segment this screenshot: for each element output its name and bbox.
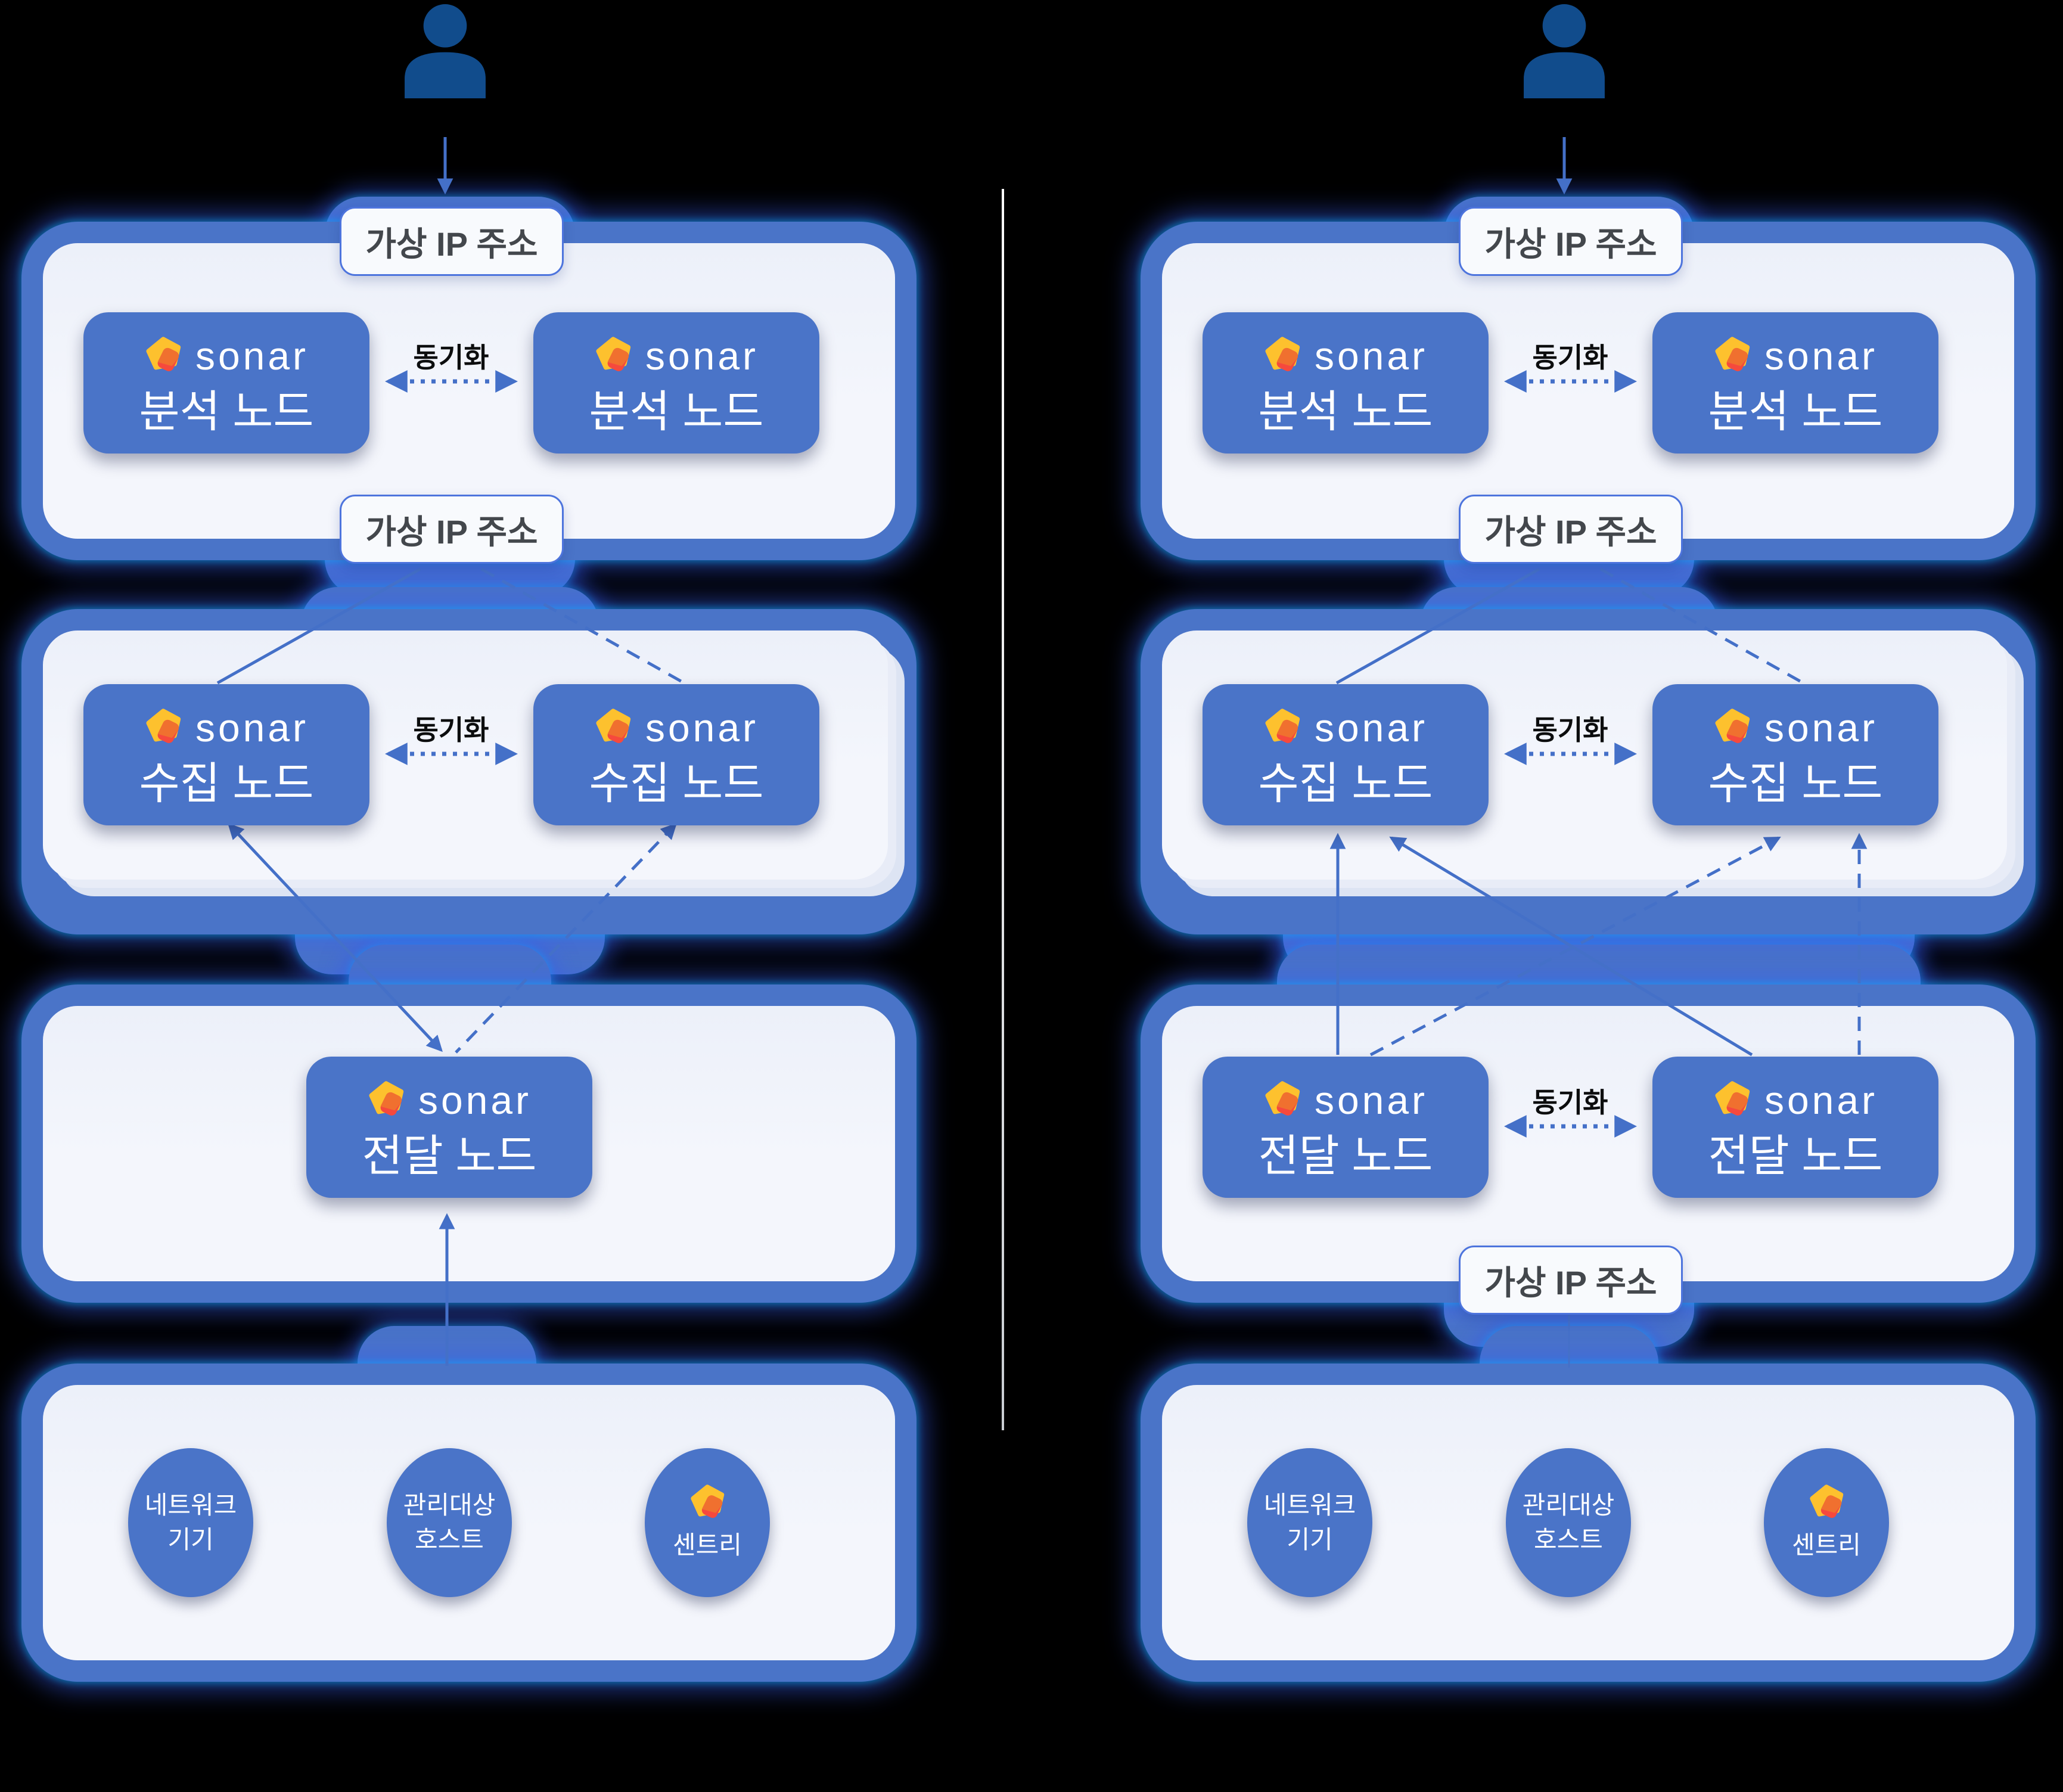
analysis-node-box: sonar 분석 노드 <box>1203 312 1489 454</box>
node-label: 전달 노드 <box>362 1131 537 1181</box>
circle-label: 센트리 <box>1792 1530 1861 1559</box>
circle-label: 기기 <box>167 1526 214 1554</box>
node-label: 수집 노드 <box>589 758 764 808</box>
sonar-gem-logo-icon <box>1263 709 1301 747</box>
managed-host-circle: 관리대상 호스트 <box>1506 1448 1631 1597</box>
collect-node-box: sonar 수집 노드 <box>1652 684 1938 825</box>
relay-collect-dashed-diagonal <box>1369 836 1781 1057</box>
sonar-brand-text: sonar <box>645 705 759 750</box>
sync-label: 동기화 <box>1532 342 1608 373</box>
vip-to-collect-dashed-line <box>480 567 685 685</box>
sonar-gem-logo-icon <box>1713 1081 1751 1119</box>
user-person-icon <box>1524 4 1605 98</box>
node-label: 분석 노드 <box>1708 386 1883 436</box>
sonar-gem-logo-icon <box>367 1081 405 1119</box>
sonar-brand-text: sonar <box>1314 1077 1428 1122</box>
sonar-brand-text: sonar <box>418 1077 532 1122</box>
vip-to-collect-dashed-line <box>1599 567 1804 685</box>
node-label: 수집 노드 <box>1258 758 1433 808</box>
node-label: 전달 노드 <box>1708 1131 1883 1181</box>
node-label: 수집 노드 <box>1708 758 1883 808</box>
sonar-gem-logo-icon <box>594 709 632 747</box>
network-device-circle: 네트워크 기기 <box>1247 1448 1372 1597</box>
node-label: 수집 노드 <box>139 758 314 808</box>
node-label: 전달 노드 <box>1258 1131 1433 1181</box>
center-divider-line <box>1002 189 1004 1430</box>
circle-label: 호스트 <box>415 1526 484 1554</box>
vip-to-collect-solid-line <box>216 567 421 685</box>
collect-node-box: sonar 수집 노드 <box>83 684 369 825</box>
vip-to-collect-solid-line <box>1335 567 1540 685</box>
sonar-brand-text: sonar <box>1764 1077 1878 1122</box>
analysis-node-box: sonar 분석 노드 <box>83 312 369 454</box>
sonar-gem-logo-icon <box>594 337 632 375</box>
network-device-circle: 네트워크 기기 <box>128 1448 253 1597</box>
virtual-ip-label: 가상 IP 주소 <box>1459 207 1683 276</box>
collect-relay-dashed-line <box>455 822 677 1054</box>
sonar-gem-logo-icon <box>1808 1484 1845 1521</box>
sonar-gem-logo-icon <box>1263 1081 1301 1119</box>
sonar-brand-text: sonar <box>1764 333 1878 378</box>
analysis-node-box: sonar 분석 노드 <box>533 312 819 454</box>
sync-label: 동기화 <box>413 715 489 746</box>
sentry-circle: 센트리 <box>645 1448 770 1597</box>
circle-label: 관리대상 <box>403 1490 496 1519</box>
virtual-ip-label: 가상 IP 주소 <box>1459 495 1683 564</box>
collect-relay-solid-line <box>228 822 443 1052</box>
node-label: 분석 노드 <box>1258 386 1433 436</box>
sonar-gem-logo-icon <box>1713 337 1751 375</box>
sync-label: 동기화 <box>413 342 489 373</box>
sonar-brand-text: sonar <box>195 705 309 750</box>
sentry-circle: 센트리 <box>1764 1448 1889 1597</box>
sonar-brand-text: sonar <box>645 333 759 378</box>
circle-label: 네트워크 <box>144 1490 237 1519</box>
relay-node-box: sonar 전달 노드 <box>306 1057 592 1198</box>
virtual-ip-label: 가상 IP 주소 <box>1459 1246 1683 1315</box>
sonar-gem-logo-icon <box>1263 337 1301 375</box>
sonar-brand-text: sonar <box>1764 705 1878 750</box>
sonar-brand-text: sonar <box>1314 705 1428 750</box>
circle-label: 센트리 <box>673 1530 742 1559</box>
sonar-brand-text: sonar <box>1314 333 1428 378</box>
virtual-ip-label: 가상 IP 주소 <box>340 495 564 564</box>
sonar-gem-logo-icon <box>689 1484 726 1521</box>
node-label: 분석 노드 <box>139 386 314 436</box>
analysis-node-box: sonar 분석 노드 <box>1652 312 1938 454</box>
relay-node-box: sonar 전달 노드 <box>1652 1057 1938 1198</box>
circle-label: 네트워크 <box>1263 1490 1356 1519</box>
sonar-gem-logo-icon <box>144 337 182 375</box>
sync-label: 동기화 <box>1532 1087 1608 1118</box>
circle-label: 호스트 <box>1534 1526 1603 1554</box>
relay-node-box: sonar 전달 노드 <box>1203 1057 1489 1198</box>
managed-host-circle: 관리대상 호스트 <box>387 1448 512 1597</box>
sonar-brand-text: sonar <box>195 333 309 378</box>
circle-label: 관리대상 <box>1522 1490 1615 1519</box>
collect-node-box: sonar 수집 노드 <box>1203 684 1489 825</box>
sonar-gem-logo-icon <box>144 709 182 747</box>
node-label: 분석 노드 <box>589 386 764 436</box>
sync-label: 동기화 <box>1532 715 1608 746</box>
sonar-gem-logo-icon <box>1713 709 1751 747</box>
circle-label: 기기 <box>1287 1526 1333 1554</box>
virtual-ip-label: 가상 IP 주소 <box>340 207 564 276</box>
collect-node-box: sonar 수집 노드 <box>533 684 819 825</box>
user-person-icon <box>405 4 486 98</box>
